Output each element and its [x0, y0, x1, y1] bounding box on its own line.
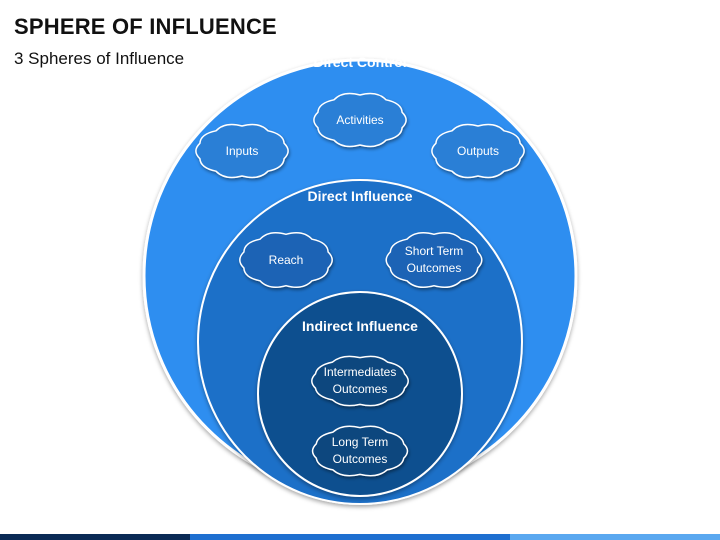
cloud-label-line-1: Short Term [405, 244, 463, 258]
page-subtitle: 3 Spheres of Influence [14, 49, 185, 68]
cloud-label-line-2: Outcomes [407, 261, 462, 275]
footer-bar-segment [0, 534, 190, 540]
cloud-label-line-1: Long Term [332, 435, 388, 449]
cloud-label: Outputs [457, 144, 499, 158]
cloud-label: Activities [336, 113, 383, 127]
cloud-label: Reach [269, 253, 304, 267]
cloud-reach: Reach [239, 231, 333, 289]
cloud-short-term-outcomes: Short Term Outcomes [385, 232, 483, 288]
cloud-outputs: Outputs [431, 123, 525, 179]
cloud-shape [385, 232, 483, 288]
cloud-shape [195, 123, 289, 179]
footer-bar-segment [510, 534, 720, 540]
cloud-label: Inputs [226, 144, 259, 158]
cloud-inputs: Inputs [195, 123, 289, 179]
cloud-shape [239, 231, 333, 289]
footer-color-bar [0, 534, 720, 540]
cloud-label-line-2: Outcomes [333, 382, 388, 396]
cloud-shape [311, 355, 409, 407]
cloud-label-line-2: Outcomes [333, 452, 388, 466]
cloud-shape [313, 92, 407, 148]
sphere-label-indirect-influence: Indirect Influence [302, 318, 418, 334]
cloud-activities: Activities [313, 92, 407, 148]
sphere-label-direct-influence: Direct Influence [307, 188, 412, 204]
sphere-label-direct-control: Direct Control [313, 54, 406, 70]
cloud-long-term-outcomes: Long Term Outcomes [311, 425, 409, 477]
cloud-shape [311, 425, 409, 477]
footer-bar-segment [190, 534, 510, 540]
page-title: SPHERE OF INFLUENCE [14, 14, 277, 39]
cloud-intermediates-outcomes: Intermediates Outcomes [311, 355, 409, 407]
cloud-label-line-1: Intermediates [324, 365, 397, 379]
cloud-shape [431, 123, 525, 179]
